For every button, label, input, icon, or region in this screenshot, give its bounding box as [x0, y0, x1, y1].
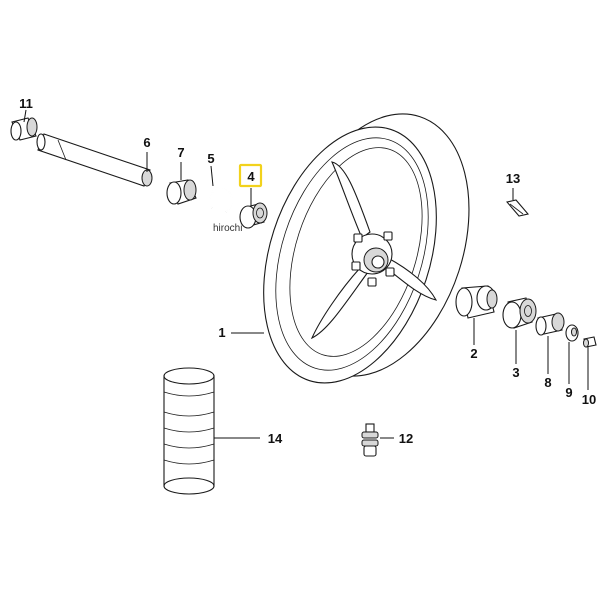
part-14-sleeve[interactable] [163, 367, 215, 495]
part-11-sleeve[interactable] [10, 117, 38, 141]
callout-11: 11 [19, 96, 33, 111]
watermark-text: hirochi [213, 223, 242, 234]
callout-2: 2 [470, 346, 477, 361]
part-3-bearing[interactable] [502, 297, 537, 329]
callout-4: 4 [247, 169, 255, 184]
part-12-valve[interactable] [361, 423, 379, 457]
callout-6: 6 [143, 135, 150, 150]
callout-14: 14 [268, 431, 283, 446]
callout-8: 8 [544, 375, 551, 390]
part-5-circlip[interactable] [209, 186, 233, 213]
callout-7: 7 [177, 145, 184, 160]
part-8-sleeve[interactable] [535, 312, 565, 336]
highlight-box [238, 163, 263, 188]
part-4-bearing[interactable] [239, 202, 268, 229]
part-7-spacer[interactable] [166, 179, 197, 205]
part-1-wheel[interactable] [233, 90, 500, 405]
callout-10: 10 [582, 392, 596, 407]
part-10-screw[interactable] [583, 336, 597, 348]
callout-1: 1 [218, 325, 225, 340]
callout-3: 3 [512, 365, 519, 380]
leader-lines [23, 109, 589, 439]
callout-12: 12 [399, 431, 413, 446]
callout-5: 5 [207, 151, 214, 166]
part-9-washer[interactable] [565, 324, 579, 342]
part-13-wedge[interactable] [505, 199, 530, 217]
part-2-spacer[interactable] [455, 285, 498, 319]
part-6-axle[interactable] [36, 133, 153, 187]
callout-9: 9 [565, 385, 572, 400]
callout-13: 13 [506, 171, 520, 186]
